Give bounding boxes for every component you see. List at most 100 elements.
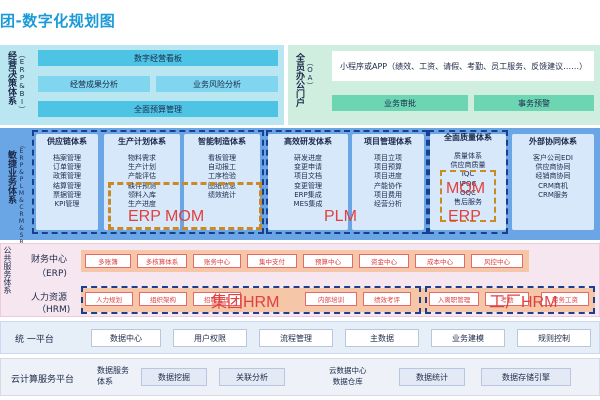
list-item: 项目费用 xyxy=(374,190,402,199)
list-item: IPQC xyxy=(459,179,477,188)
quality-column xyxy=(430,134,506,230)
hr-sub: （HRM) xyxy=(37,305,71,315)
hr-label: 人力资源 xyxy=(31,293,68,303)
platform-rule-control[interactable]: 规则控制 xyxy=(517,329,591,347)
supply-chain-column xyxy=(36,134,98,230)
supply-chain-list: 档案管理 订单管理 政策管理 结算管理 票据管理 KPI管理 xyxy=(36,154,98,209)
platform-business-modeling[interactable]: 业务建模 xyxy=(431,329,505,347)
external-collab-column xyxy=(512,134,594,230)
data-mining-box[interactable]: 数据挖掘 xyxy=(141,368,207,386)
hr-item[interactable]: 内部培训 xyxy=(305,292,357,306)
agile-business-sub: （ERP&PLM&CRM&SRM） xyxy=(18,142,25,259)
list-item: 产能评估 xyxy=(128,172,156,181)
platform-data-center[interactable]: 数据中心 xyxy=(91,329,161,347)
data-statistics-box[interactable]: 数据统计 xyxy=(399,368,465,386)
platform-master-data[interactable]: 主数据 xyxy=(345,329,419,347)
list-item: 研发进度 xyxy=(294,154,322,162)
erp-mom-dashed-box xyxy=(32,130,264,234)
production-plan-list: 物料需求 生产计划 产能评估 缺件预测 领料入库 生产进度 xyxy=(104,154,180,209)
hr-item[interactable]: 绩效考评 xyxy=(363,292,411,306)
hr-item[interactable]: 组织架构 xyxy=(139,292,187,306)
list-item: 产能协作 xyxy=(374,181,402,190)
oa-app-desc: 小程序或APP（绩效、工资、请假、考勤、员工服务、反馈建议……） xyxy=(332,51,594,81)
rd-column xyxy=(268,134,348,230)
finance-item[interactable]: 集中支付 xyxy=(247,254,297,268)
erp-mom-overlay-label: ERP MOM xyxy=(128,208,205,225)
list-item: 项目进度 xyxy=(374,172,402,181)
unified-platform-panel: 统 一平台 数据中心 用户权限 流程管理 主数据 业务建模 规则控制 xyxy=(0,321,600,354)
result-analysis-box[interactable]: 经营成果分析 xyxy=(38,76,150,92)
finance-center-sub: （ERP) xyxy=(37,269,67,279)
unified-platform-label: 统 一平台 xyxy=(15,335,54,345)
list-item: 领料入库 xyxy=(128,190,156,199)
list-item: 结算管理 xyxy=(53,181,81,190)
risk-analysis-box[interactable]: 业务风险分析 xyxy=(156,76,278,92)
finance-item[interactable]: 资金中心 xyxy=(359,254,409,268)
cloud-platform-panel: 云计算服务平台 数据服务 体系 数据挖掘 关联分析 云数据中心 数据仓库 数据统… xyxy=(0,358,600,396)
decision-system-label: 经营决策体系 xyxy=(6,51,16,105)
list-item: KPI管理 xyxy=(54,200,80,209)
rd-list: 研发进度 变更申请 项目文档 变更管理 ERP集成 MES集成 xyxy=(268,154,348,209)
list-item: 图纸信息 xyxy=(208,181,236,190)
group-hrm-overlay-label: 集团HRM xyxy=(211,294,280,311)
list-item: 项目文档 xyxy=(294,172,322,181)
list-item: 自动报工 xyxy=(208,163,236,172)
list-item: 生产计划 xyxy=(128,163,156,172)
list-item: 物料需求 xyxy=(128,154,156,162)
rd-title: 高效研发体系 xyxy=(284,137,332,146)
budget-management-box[interactable]: 全面预算管理 xyxy=(38,101,278,117)
group-hrm-dashed-box xyxy=(81,286,421,314)
list-item: CRM商机 xyxy=(538,181,568,190)
smart-manufacturing-title: 智能制造体系 xyxy=(198,137,246,146)
list-item: OQC xyxy=(460,188,476,197)
list-item: 供应商协同 xyxy=(535,163,571,172)
list-item: 档案管理 xyxy=(53,154,81,162)
hr-item[interactable]: 招聘管理 xyxy=(193,292,241,306)
finance-item[interactable]: 成本中心 xyxy=(415,254,465,268)
hr-item[interactable]: 劳务工资 xyxy=(541,292,589,306)
list-item: 变更申请 xyxy=(294,163,322,172)
plm-overlay-label: PLM xyxy=(324,208,357,225)
factory-hrm-overlay-label: 工厂HRM xyxy=(489,294,558,311)
project-list: 项目立项 项目预算 项目进度 产能协作 项目费用 经营分析 xyxy=(352,154,424,209)
list-item: 客户公司EDI xyxy=(533,154,573,162)
project-title: 项目管理体系 xyxy=(364,137,412,146)
list-item: 供应商质量 xyxy=(450,161,486,170)
list-item: CRM服务 xyxy=(538,190,568,199)
digital-dashboard-box[interactable]: 数字经营看板 xyxy=(38,50,278,66)
data-storage-engine-box[interactable]: 数据存储引擎 xyxy=(481,368,571,386)
public-service-label: 公共服务体系 xyxy=(3,246,12,294)
list-item: 变更管理 xyxy=(294,181,322,190)
list-item: 绩效统计 xyxy=(208,190,236,199)
plm-dashed-box xyxy=(266,130,428,234)
hr-item[interactable]: 考勤 xyxy=(485,292,529,306)
decision-system-panel: 经营决策体系 （ERP&BI） 数字经营看板 经营成果分析 业务风险分析 全面预… xyxy=(0,45,284,125)
correlation-analysis-box[interactable]: 关联分析 xyxy=(219,368,285,386)
cloud-data-center-label: 云数据中心 数据仓库 xyxy=(329,366,367,386)
erp-overlay-label: ERP xyxy=(448,208,481,225)
data-service-label: 数据服务 体系 xyxy=(97,366,129,386)
affair-warning-button[interactable]: 事务预警 xyxy=(474,95,594,111)
agile-business-label: 敏捷业务体系 xyxy=(6,150,16,204)
list-item: 项目立项 xyxy=(374,154,402,162)
hr-item[interactable]: 人力规划 xyxy=(85,292,133,306)
page-title: 团-数字化规划图 xyxy=(0,12,116,30)
oa-portal-label: 全员办公门户 xyxy=(294,53,304,107)
agile-business-panel: 敏捷业务体系 （ERP&PLM&CRM&SRM） 供应链体系 生产计划体系 智能… xyxy=(0,128,600,259)
finance-item[interactable]: 账务中心 xyxy=(193,254,241,268)
list-item: 看板管理 xyxy=(208,154,236,162)
oa-portal-sub: （OA） xyxy=(306,59,314,89)
platform-user-permission[interactable]: 用户权限 xyxy=(173,329,247,347)
hr-item[interactable]: 入离职管理 xyxy=(429,292,479,306)
mom-overlay-label: MOM xyxy=(446,180,486,197)
platform-process-mgmt[interactable]: 流程管理 xyxy=(259,329,333,347)
finance-item[interactable]: 预算中心 xyxy=(303,254,353,268)
list-item: 政策管理 xyxy=(53,172,81,181)
list-item: 经销商协同 xyxy=(535,172,571,181)
cloud-platform-label: 云计算服务平台 xyxy=(11,375,75,385)
finance-item[interactable]: 多账簿 xyxy=(85,254,131,268)
finance-item[interactable]: 多核算体系 xyxy=(137,254,187,268)
quality-title: 全面质量体系 xyxy=(444,133,492,142)
business-approval-button[interactable]: 业务审批 xyxy=(332,95,468,111)
finance-item[interactable]: 风控中心 xyxy=(471,254,523,268)
